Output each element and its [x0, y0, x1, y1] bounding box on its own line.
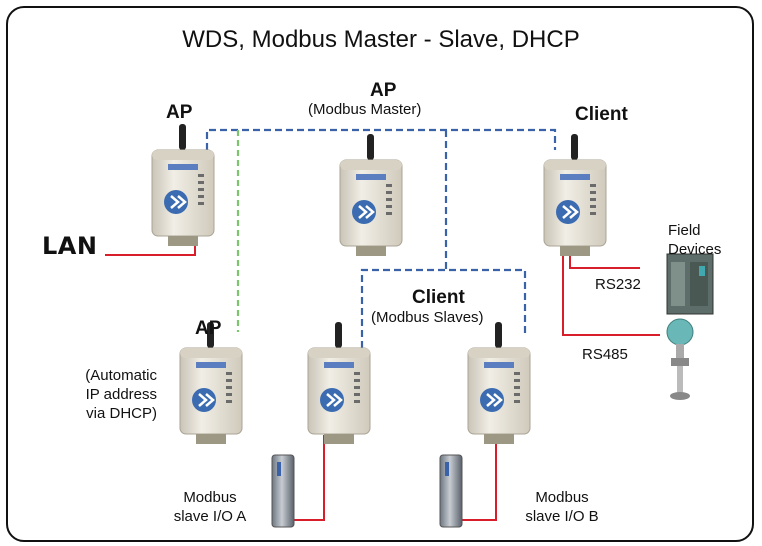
slave-io-a-line-1: Modbus [183, 489, 237, 506]
field-device-transmitter-icon [666, 318, 694, 400]
field-devices-line-2: Devices [668, 241, 722, 258]
wds-links [205, 128, 557, 348]
radio-client-slave-a [306, 320, 372, 446]
label-field-devices: Field Devices [668, 221, 721, 259]
io-unit-a [271, 454, 295, 528]
rs485-cable [562, 248, 660, 336]
slave-io-b-line-2: slave I/O B [525, 508, 599, 525]
radio-client-top-right [542, 132, 608, 258]
wds-link-top [205, 128, 557, 150]
slave-io-a-line-2: slave I/O A [173, 508, 247, 525]
label-client-slaves-role: (Modbus Slaves) [371, 309, 484, 326]
label-ap-master-role: (Modbus Master) [308, 101, 422, 118]
label-client-top-right: Client [575, 104, 628, 125]
field-device-plc-icon [666, 253, 714, 315]
radio-ap-master [338, 132, 404, 258]
io-unit-b [439, 454, 463, 528]
dhcp-note-line-2: IP address [85, 386, 157, 403]
wds-link-middle [360, 268, 527, 348]
dhcp-note-line-3: via DHCP) [86, 405, 157, 422]
io-a-cable [290, 435, 325, 521]
dhcp-note: (Automatic IP address via DHCP) [65, 366, 157, 423]
slave-io-b-line-1: Modbus [535, 489, 589, 506]
label-lan: LAN [42, 232, 98, 260]
field-devices-line-1: Field [668, 222, 701, 239]
dhcp-note-line-1: (Automatic [85, 367, 157, 384]
label-ap-top-left: AP [166, 102, 193, 123]
io-b-cable [461, 435, 497, 521]
diagram-title: WDS, Modbus Master - Slave, DHCP [182, 26, 580, 53]
radio-ap-top-left [150, 122, 216, 248]
label-rs485: RS485 [582, 346, 628, 363]
diagram-frame [6, 6, 754, 542]
label-ap-dhcp: AP [195, 318, 222, 339]
label-slave-io-b: Modbus slave I/O B [512, 488, 612, 526]
label-rs232: RS232 [595, 276, 641, 293]
label-client-slaves: Client [412, 287, 465, 308]
radio-client-slave-b [466, 320, 532, 446]
label-slave-io-a: Modbus slave I/O A [160, 488, 260, 526]
radio-ap-dhcp [178, 320, 244, 446]
label-ap-master: AP [370, 80, 397, 101]
